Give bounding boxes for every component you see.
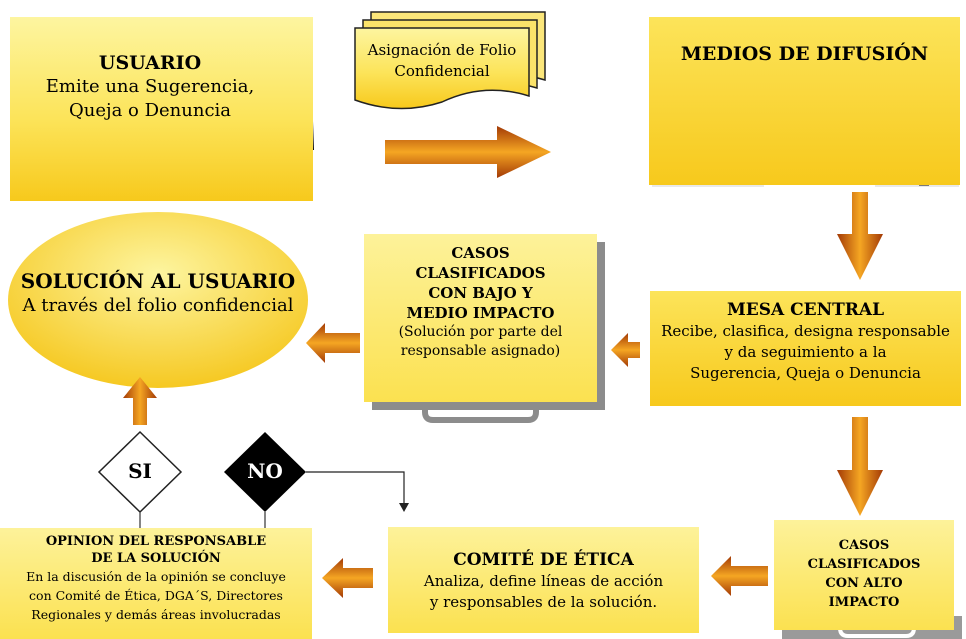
solucion-ellipse [8,212,308,388]
mesa-line3: Sugerencia, Queja o Denuncia [690,364,921,382]
arrow-left-comite [322,558,373,598]
folio-line2: Confidencial [394,62,490,80]
bajo-line2: CLASIFICADOS [415,264,546,282]
usuario-text: USUARIO Emite una Sugerencia, Queja o De… [40,51,260,123]
opinion-line1: En la discusión de la opinión se concluy… [26,569,286,584]
arrow-up-solucion [123,377,157,425]
comite-line2: y responsables de la solución. [429,593,658,611]
opinion-text: OPINION DEL RESPONSABLE DE LA SOLUCIÓN E… [0,533,312,624]
opinion-line2: con Comité de Ética, DGA´S, Directores [29,588,283,603]
folio-line1: Asignación de Folio [367,41,517,59]
mesa-title: MESA CENTRAL [726,300,885,320]
comite-line1: Analiza, define líneas de acción [423,572,664,590]
usuario-line1: Emite una Sugerencia, [45,76,255,97]
arrow-right-folio [385,126,551,178]
alto-line2: CLASIFICADOS [807,557,921,572]
folio-text: Asignación de Folio Confidencial [355,40,529,82]
mesa-box [650,291,961,406]
mesa-line1: Recibe, clasifica, designa responsable [661,322,950,340]
folio-document-stack [354,11,546,110]
arrow-left-bajo [306,323,360,363]
alto-box [774,520,954,630]
mesa-line2: y da seguimiento a la [724,343,887,361]
si-label: SI [128,459,152,483]
solucion-title: SOLUCIÓN AL USUARIO [20,269,296,293]
alto-line3: CON ALTO [825,576,903,591]
bajo-text: CASOS CLASIFICADOS CON BAJO Y MEDIO IMPA… [364,243,597,361]
usuario-line2: Queja o Denuncia [68,100,232,121]
bajo-box [364,234,597,402]
medios-title: MEDIOS DE DIFUSIÓN [680,43,929,65]
alto-line1: CASOS [838,538,890,553]
alto-text: CASOS CLASIFICADOS CON ALTO IMPACTO [774,536,954,612]
bajo-line3: CON BAJO Y [428,284,533,302]
no-to-comite-arrowhead [399,503,409,512]
alto-line4: IMPACTO [828,595,900,610]
arrow-left-alto [711,556,768,596]
opinion-line3: Regionales y demás áreas involucradas [31,607,281,622]
mesa-text: MESA CENTRAL Recibe, clasifica, designa … [650,299,961,384]
solucion-text: SOLUCIÓN AL USUARIO A través del folio c… [8,268,308,318]
bajo-note1: (Solución por parte del [398,324,563,340]
no-diamond [224,432,306,512]
solucion-subtitle: A través del folio confidencial [22,295,294,316]
arrow-down-mesa [837,417,883,516]
bajo-note2: responsable asignado) [400,343,561,359]
opinion-title1: OPINION DEL RESPONSABLE [45,534,267,549]
no-label: NO [247,459,283,483]
arrow-left-mesa [611,333,640,367]
bajo-line4: MEDIO IMPACTO [406,304,555,322]
comite-text: COMITÉ DE ÉTICA Analiza, define líneas d… [388,549,699,613]
opinion-title2: DE LA SOLUCIÓN [91,551,221,566]
bajo-line1: CASOS [451,244,510,262]
medios-box [649,17,960,185]
usuario-title: USUARIO [98,52,202,74]
comite-box [388,527,699,633]
no-to-comite-line [306,471,405,505]
arrow-down-medios [837,192,883,280]
usuario-box [10,17,313,201]
comite-title: COMITÉ DE ÉTICA [453,550,634,570]
opinion-box [0,528,312,639]
